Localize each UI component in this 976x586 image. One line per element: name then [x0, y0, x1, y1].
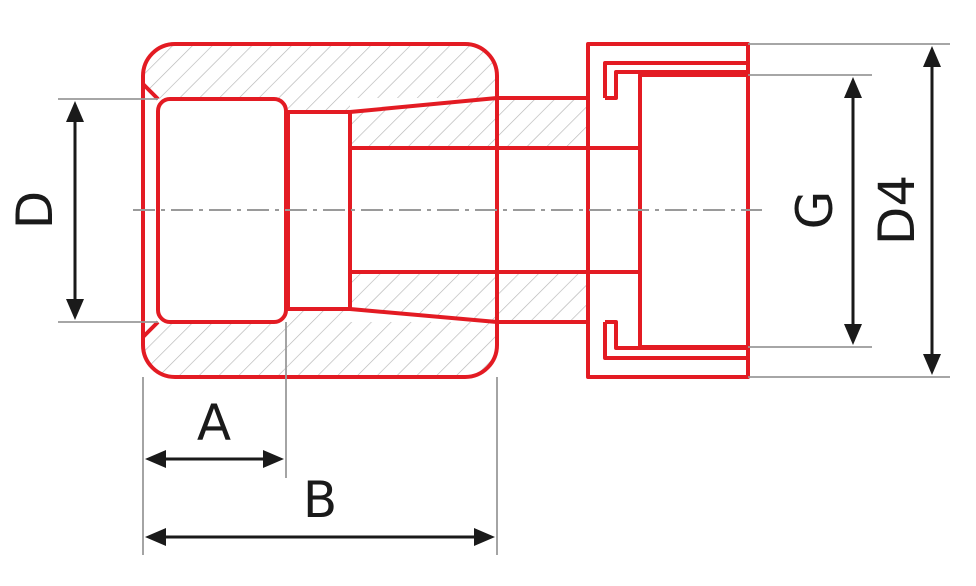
label-g: G: [786, 191, 844, 230]
body-upper-hatch: [350, 98, 588, 148]
dimension-b-arrow: [145, 528, 495, 546]
body-upper-outline: [349, 96, 588, 114]
lower-chamfer-line: [141, 320, 160, 339]
label-a: A: [197, 394, 231, 452]
dimension-d4-arrow: [923, 46, 941, 375]
label-b: B: [303, 471, 337, 529]
dimension-arrows: [66, 46, 941, 546]
union-nut-inner-lower-outline: [603, 320, 748, 360]
upper-chamfer-line: [141, 82, 160, 101]
nut-upper-wall-hatch: [143, 44, 497, 112]
union-nut-inner-upper-outline: [603, 61, 748, 100]
nut-lower-wall-hatch: [143, 309, 497, 377]
dimension-g-arrow: [844, 77, 862, 345]
dimension-d-arrow: [66, 101, 84, 320]
dimension-a-arrow: [145, 450, 284, 468]
label-d4: D4: [868, 175, 926, 245]
extension-lines: [58, 43, 950, 555]
body-lower-hatch: [350, 272, 588, 322]
label-d: D: [6, 191, 64, 230]
body-lower-outline: [349, 307, 588, 324]
hatched-sections: [143, 44, 588, 377]
